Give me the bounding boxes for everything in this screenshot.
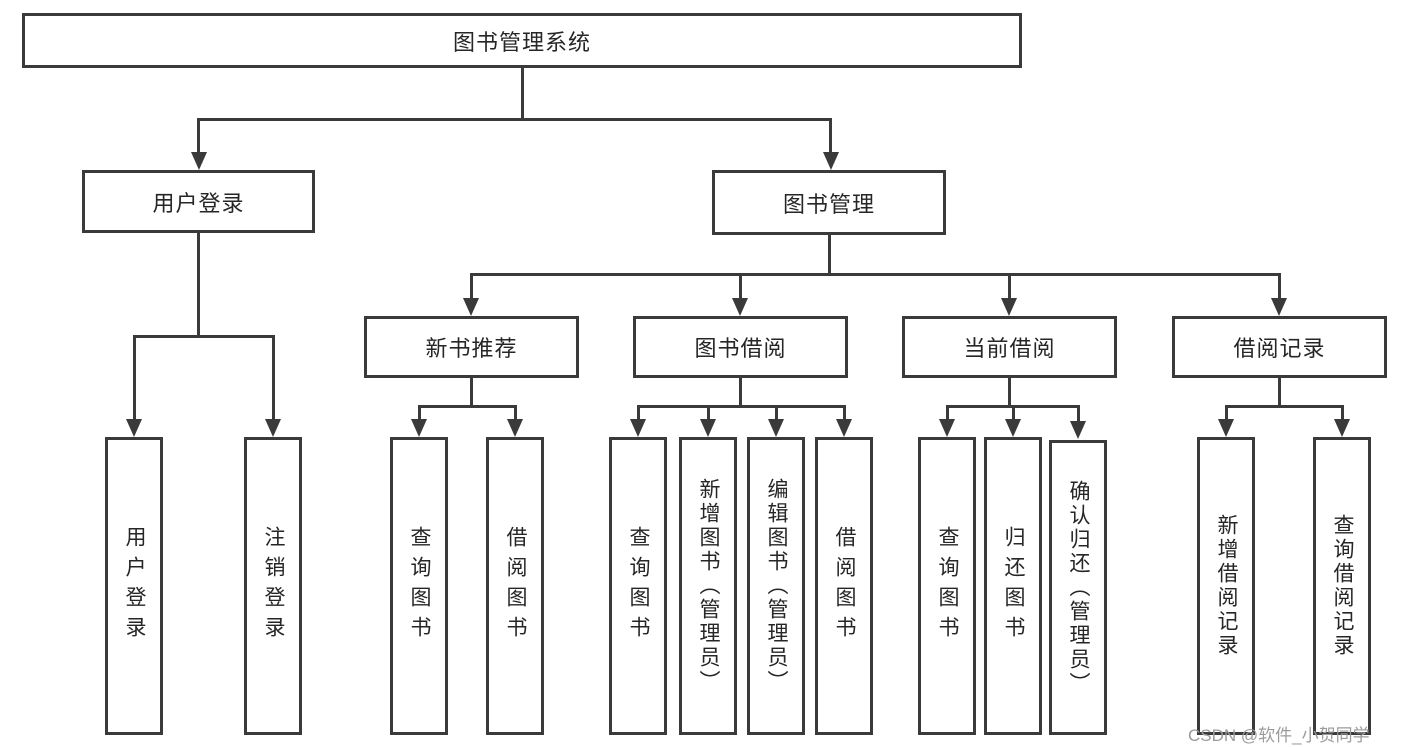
node-borrow-records: 借阅记录 xyxy=(1172,316,1387,378)
connector-line xyxy=(417,405,517,408)
arrow-down-icon xyxy=(1334,419,1350,437)
arrow-down-icon xyxy=(190,152,207,170)
node-current-borrow: 当前借阅 xyxy=(902,316,1117,378)
connector-line xyxy=(132,335,275,338)
node-root-system: 图书管理系统 xyxy=(22,13,1022,68)
arrow-down-icon xyxy=(768,419,784,437)
leaf-borrow-books: 借阅图书 xyxy=(815,437,873,735)
arrow-down-icon xyxy=(630,419,646,437)
arrow-down-icon xyxy=(1001,298,1017,316)
connector-line xyxy=(513,405,517,421)
connector-line xyxy=(774,405,778,421)
node-new-book-recommend: 新书推荐 xyxy=(364,316,579,378)
arrow-down-icon xyxy=(411,419,427,437)
watermark: CSDN @软件_小贺同学 xyxy=(1188,726,1370,745)
leaf-user-login: 用户登录 xyxy=(105,437,163,735)
connector-line xyxy=(271,335,275,421)
leaf-logout: 注销登录 xyxy=(244,437,302,735)
leaf-query-books: 查询图书 xyxy=(918,437,976,735)
connector-line xyxy=(1076,405,1080,421)
arrow-down-icon xyxy=(265,419,281,437)
arrow-down-icon xyxy=(836,419,852,437)
leaf-add-borrow-record: 新增借阅记录 xyxy=(1197,437,1255,735)
leaf-query-books: 查询图书 xyxy=(609,437,667,735)
connector-line xyxy=(738,273,742,300)
connector-line xyxy=(738,378,742,407)
connector-line xyxy=(1224,405,1344,408)
connector-line xyxy=(1340,405,1344,421)
node-book-management: 图书管理 xyxy=(712,170,946,235)
leaf-query-books: 查询图书 xyxy=(390,437,448,735)
arrow-down-icon xyxy=(822,152,839,170)
connector-line xyxy=(417,405,421,421)
connector-line xyxy=(1007,273,1011,300)
leaf-add-book-admin: 新增图书（管理员） xyxy=(679,437,737,735)
connector-line xyxy=(1011,405,1015,421)
connector-line xyxy=(132,335,136,421)
connector-line xyxy=(469,273,473,300)
arrow-down-icon xyxy=(732,298,748,316)
connector-line xyxy=(827,235,831,275)
connector-line xyxy=(520,68,524,120)
leaf-edit-book-admin: 编辑图书（管理员） xyxy=(747,437,805,735)
arrow-down-icon xyxy=(1070,421,1086,439)
arrow-down-icon xyxy=(463,298,479,316)
arrow-down-icon xyxy=(1218,419,1234,437)
connector-line xyxy=(1007,378,1011,407)
connector-line xyxy=(469,378,473,407)
arrow-down-icon xyxy=(507,419,523,437)
arrow-down-icon xyxy=(1005,419,1021,437)
connector-line xyxy=(197,233,200,337)
connector-line xyxy=(636,405,640,421)
connector-line xyxy=(1277,378,1281,407)
arrow-down-icon xyxy=(700,419,716,437)
connector-line xyxy=(829,118,832,156)
leaf-return-book: 归还图书 xyxy=(984,437,1042,735)
connector-line xyxy=(636,405,846,408)
node-user-login: 用户登录 xyxy=(82,170,315,233)
connector-line xyxy=(945,405,949,421)
connector-line xyxy=(197,118,200,156)
arrow-down-icon xyxy=(939,419,955,437)
connector-line xyxy=(197,118,832,121)
node-book-borrow: 图书借阅 xyxy=(633,316,848,378)
connector-line xyxy=(842,405,846,421)
arrow-down-icon xyxy=(126,419,142,437)
arrow-down-icon xyxy=(1271,298,1287,316)
leaf-confirm-return-admin: 确认归还（管理员） xyxy=(1049,440,1107,735)
connector-line xyxy=(469,273,1281,276)
connector-line xyxy=(706,405,710,421)
connector-line xyxy=(1277,273,1281,300)
leaf-borrow-books: 借阅图书 xyxy=(486,437,544,735)
connector-line xyxy=(1224,405,1228,421)
leaf-query-borrow-record: 查询借阅记录 xyxy=(1313,437,1371,735)
